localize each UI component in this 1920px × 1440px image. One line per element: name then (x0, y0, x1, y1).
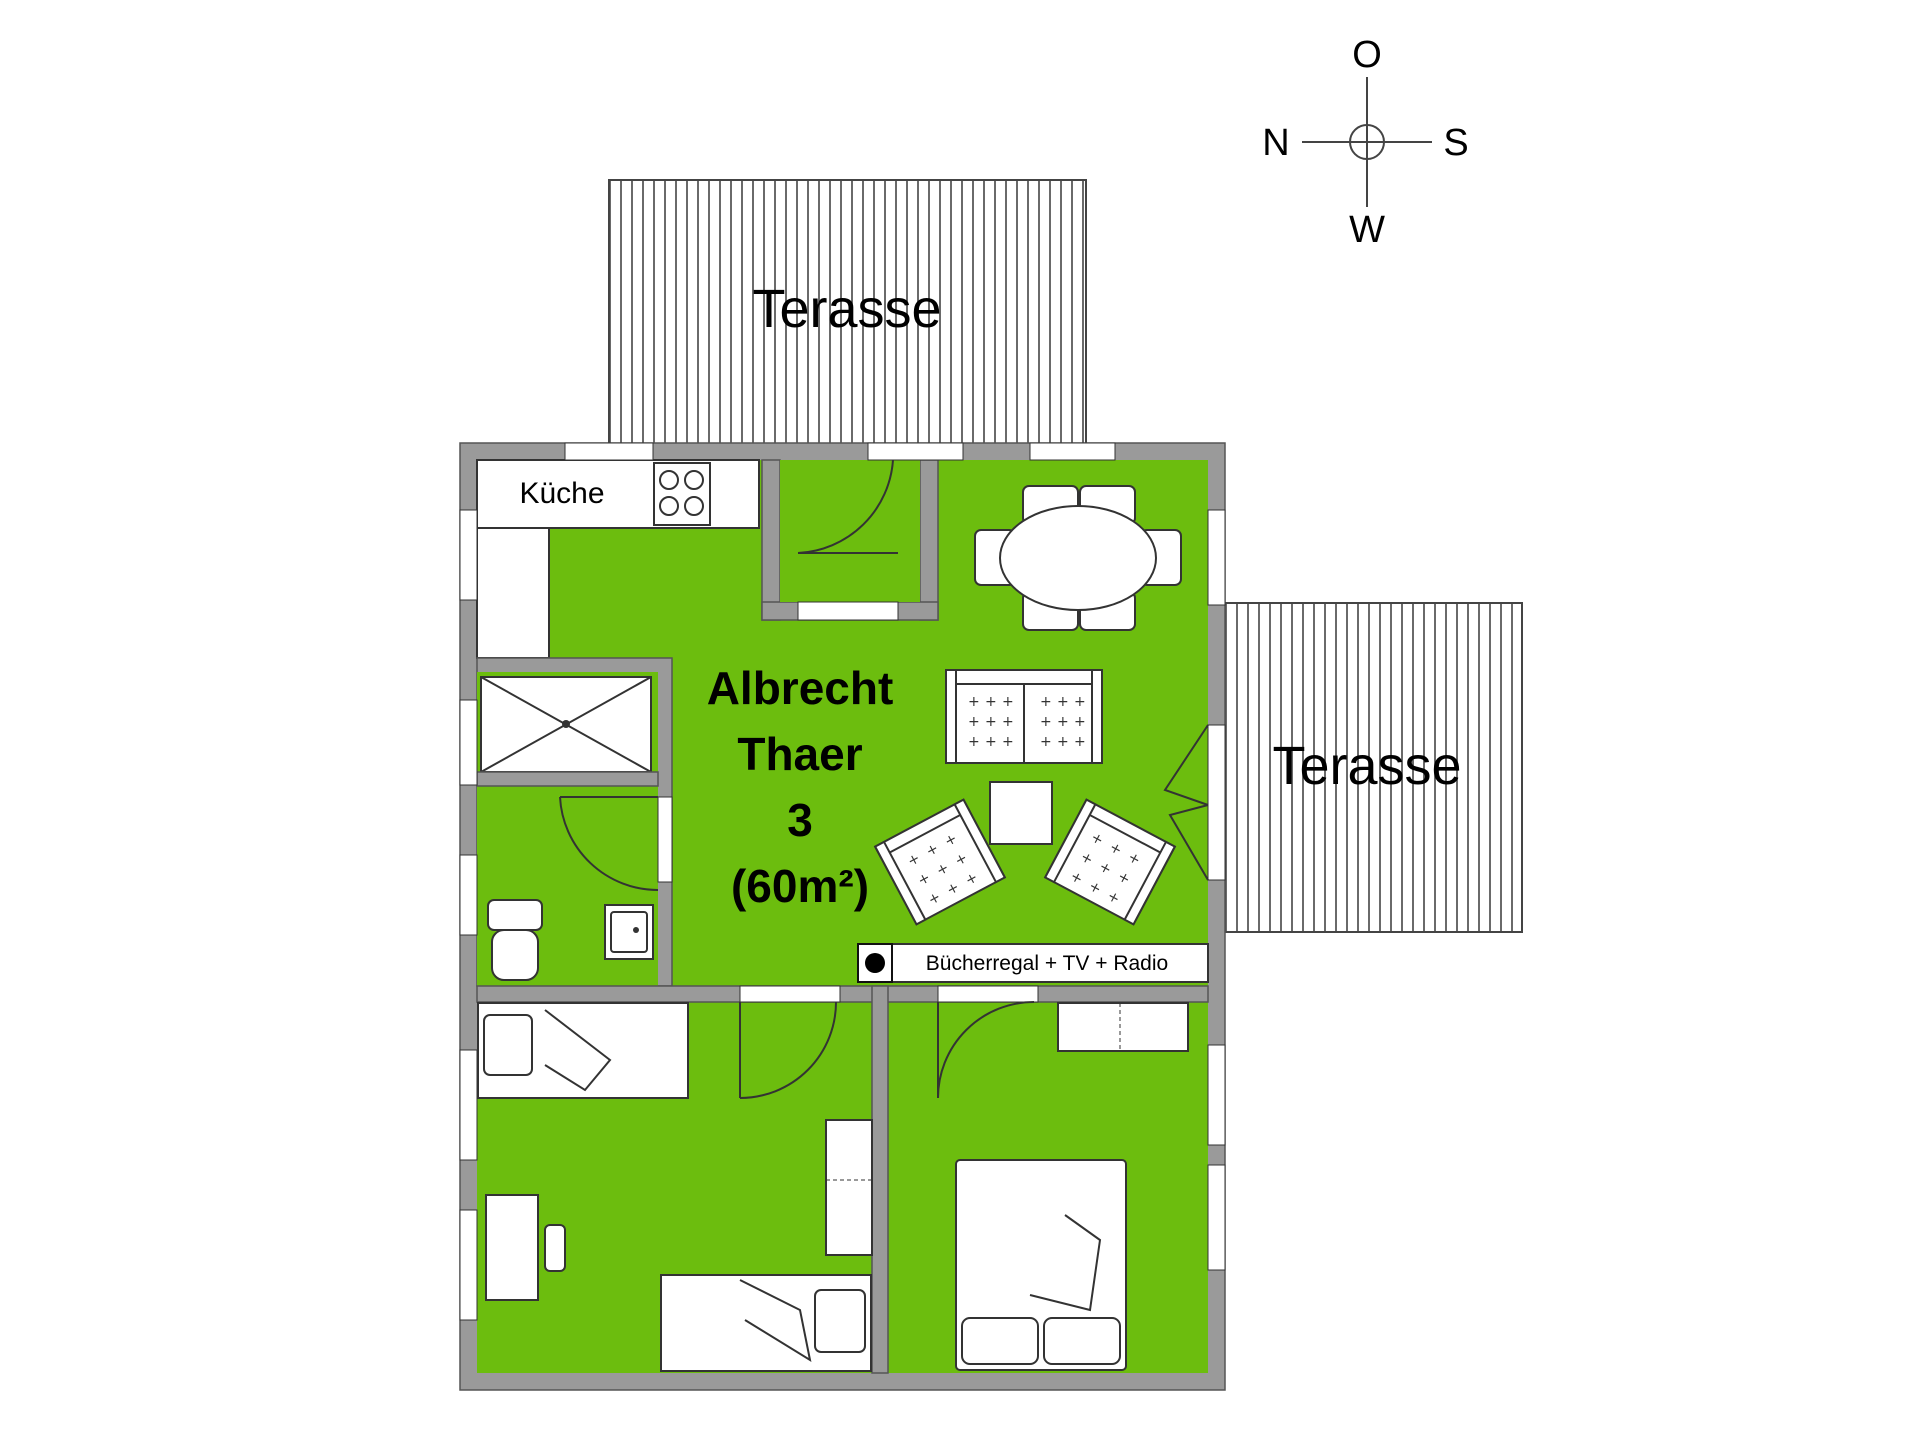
wardrobe-left (825, 1119, 873, 1256)
svg-text:+: + (1074, 714, 1086, 730)
armchair-right: +++ +++ +++ (1043, 798, 1177, 926)
dining-table (974, 485, 1182, 631)
terrace-right-label: Terasse (1272, 736, 1461, 796)
entry-hall (761, 459, 939, 621)
apartment-label: Albrecht Thaer 3 (60m²) (707, 662, 894, 912)
apartment-area: (60m²) (731, 860, 869, 912)
desk-with-chair (485, 1194, 566, 1301)
svg-text:+: + (1002, 734, 1014, 750)
kitchen-side-counter (476, 527, 550, 659)
bedroom-wall (476, 985, 1209, 1003)
compass-rose-icon (1349, 124, 1385, 160)
svg-text:+: + (968, 714, 980, 730)
svg-text:+: + (1074, 694, 1086, 710)
apartment-name-line1: Albrecht (707, 662, 894, 714)
svg-text:+: + (1040, 694, 1052, 710)
svg-text:+: + (968, 734, 980, 750)
bedroom-right-door (937, 985, 1039, 1099)
bedroom-divider-wall (871, 985, 889, 1374)
kitchen-counter (476, 459, 760, 529)
toilet-icon (487, 899, 543, 981)
windows (459, 442, 1226, 1321)
svg-text:+: + (1057, 734, 1069, 750)
apartment-name-line2: Thaer (737, 728, 862, 780)
svg-text:+: + (985, 734, 997, 750)
bathroom-door-swing (559, 796, 659, 892)
shelf-label: Bücherregal + TV + Radio (926, 952, 1168, 975)
svg-text:+: + (1057, 714, 1069, 730)
compass-south: S (1443, 122, 1468, 164)
stove-icon (653, 462, 711, 526)
svg-text:+: + (1040, 734, 1052, 750)
kitchen: Küche (476, 459, 760, 659)
coffee-table (989, 781, 1053, 845)
sink-icon (604, 904, 654, 960)
bookshelf: Bücherregal + TV + Radio (857, 943, 1209, 983)
armchair-left: +++ +++ +++ (873, 798, 1007, 926)
terrace-door (1163, 724, 1226, 881)
terrace-top: Terasse (608, 179, 1087, 445)
terrace-top-label: Terasse (752, 279, 941, 339)
compass-east: O (1352, 34, 1382, 76)
dresser (1057, 1002, 1189, 1052)
bed-top-left (477, 1002, 689, 1099)
bedroom-left-door (739, 985, 841, 1099)
svg-text:+: + (1002, 714, 1014, 730)
terrace-right: Terasse (1211, 602, 1523, 933)
compass-west: W (1349, 209, 1385, 251)
sofa: + + + + + + + + + + + + + + + + + + (945, 669, 1103, 764)
svg-text:+: + (1074, 734, 1086, 750)
table-top (999, 505, 1157, 611)
compass: O W N S (1262, 34, 1468, 251)
svg-text:+: + (1040, 714, 1052, 730)
kitchen-label: Küche (519, 477, 604, 510)
bed-bottom-left (660, 1274, 872, 1372)
shower-icon (480, 676, 652, 773)
entry-door-swing (797, 459, 894, 554)
bathroom-door-opening (657, 796, 673, 883)
svg-text:+: + (1002, 694, 1014, 710)
double-bed (955, 1159, 1127, 1371)
svg-text:+: + (1057, 694, 1069, 710)
entry-door-opening (797, 601, 899, 621)
svg-text:+: + (985, 714, 997, 730)
bathroom (476, 657, 673, 987)
svg-text:+: + (968, 694, 980, 710)
svg-text:+: + (985, 694, 997, 710)
apartment-number: 3 (787, 794, 813, 846)
compass-north: N (1262, 122, 1289, 164)
